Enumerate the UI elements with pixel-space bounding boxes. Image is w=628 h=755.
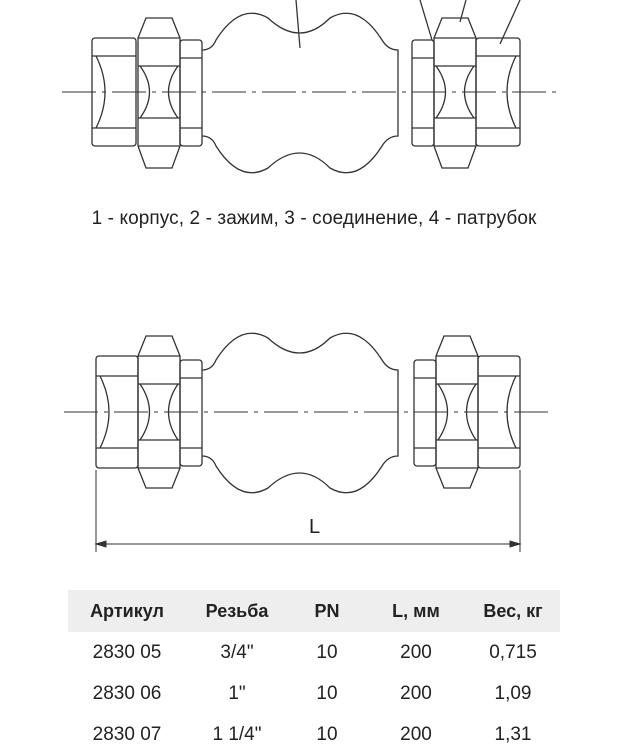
header-pn: PN	[288, 590, 366, 632]
table-header-row: Артикул Резьба PN L, мм Вес, кг	[68, 590, 560, 632]
header-article: Артикул	[68, 590, 186, 632]
cell-thread: 3/4"	[220, 641, 254, 663]
table-row: 2830 06 1" 10 200 1,09	[68, 673, 560, 714]
length-dimension	[94, 470, 522, 552]
left-hex-nut	[137, 17, 181, 169]
cell-pn: 10	[316, 682, 338, 704]
length-dimension-label: L	[309, 516, 321, 538]
header-weight: Вес, кг	[466, 590, 560, 632]
cell-weight: 1,09	[494, 682, 532, 704]
joint-drawing-dimensioned	[64, 332, 548, 552]
cell-length: 200	[400, 641, 432, 663]
spec-table: Артикул Резьба PN L, мм Вес, кг 2830 05 …	[68, 590, 560, 755]
cell-pn: 10	[316, 641, 338, 663]
right-hex-nut	[433, 17, 477, 169]
left-hex-nut	[137, 335, 181, 489]
cell-length: 200	[400, 682, 432, 704]
cell-thread: 1"	[228, 682, 246, 704]
cell-pn: 10	[316, 723, 338, 745]
left-ring	[179, 39, 203, 147]
legend-caption: 1 - корпус, 2 - зажим, 3 - соединение, 4…	[91, 208, 537, 229]
left-ring	[179, 359, 203, 467]
cell-article: 2830 07	[92, 723, 162, 745]
cell-article: 2830 06	[92, 682, 162, 704]
cell-length: 200	[400, 723, 432, 745]
leader-lines	[295, 0, 521, 49]
cell-article: 2830 05	[92, 641, 162, 663]
table-row: 2830 05 3/4" 10 200 0,715	[68, 632, 560, 673]
header-length: L, мм	[366, 590, 466, 632]
cell-weight: 1,31	[494, 723, 532, 745]
bellows-body	[201, 332, 399, 494]
cell-weight: 0,715	[489, 641, 537, 663]
header-thread: Резьба	[186, 590, 288, 632]
right-ring	[411, 39, 435, 147]
table-row: 2830 07 1 1/4" 10 200 1,31	[68, 714, 560, 755]
right-ring	[413, 359, 437, 467]
cell-thread: 1 1/4"	[212, 723, 262, 745]
joint-drawing-labeled	[62, 0, 556, 174]
bellows-body	[201, 12, 399, 174]
